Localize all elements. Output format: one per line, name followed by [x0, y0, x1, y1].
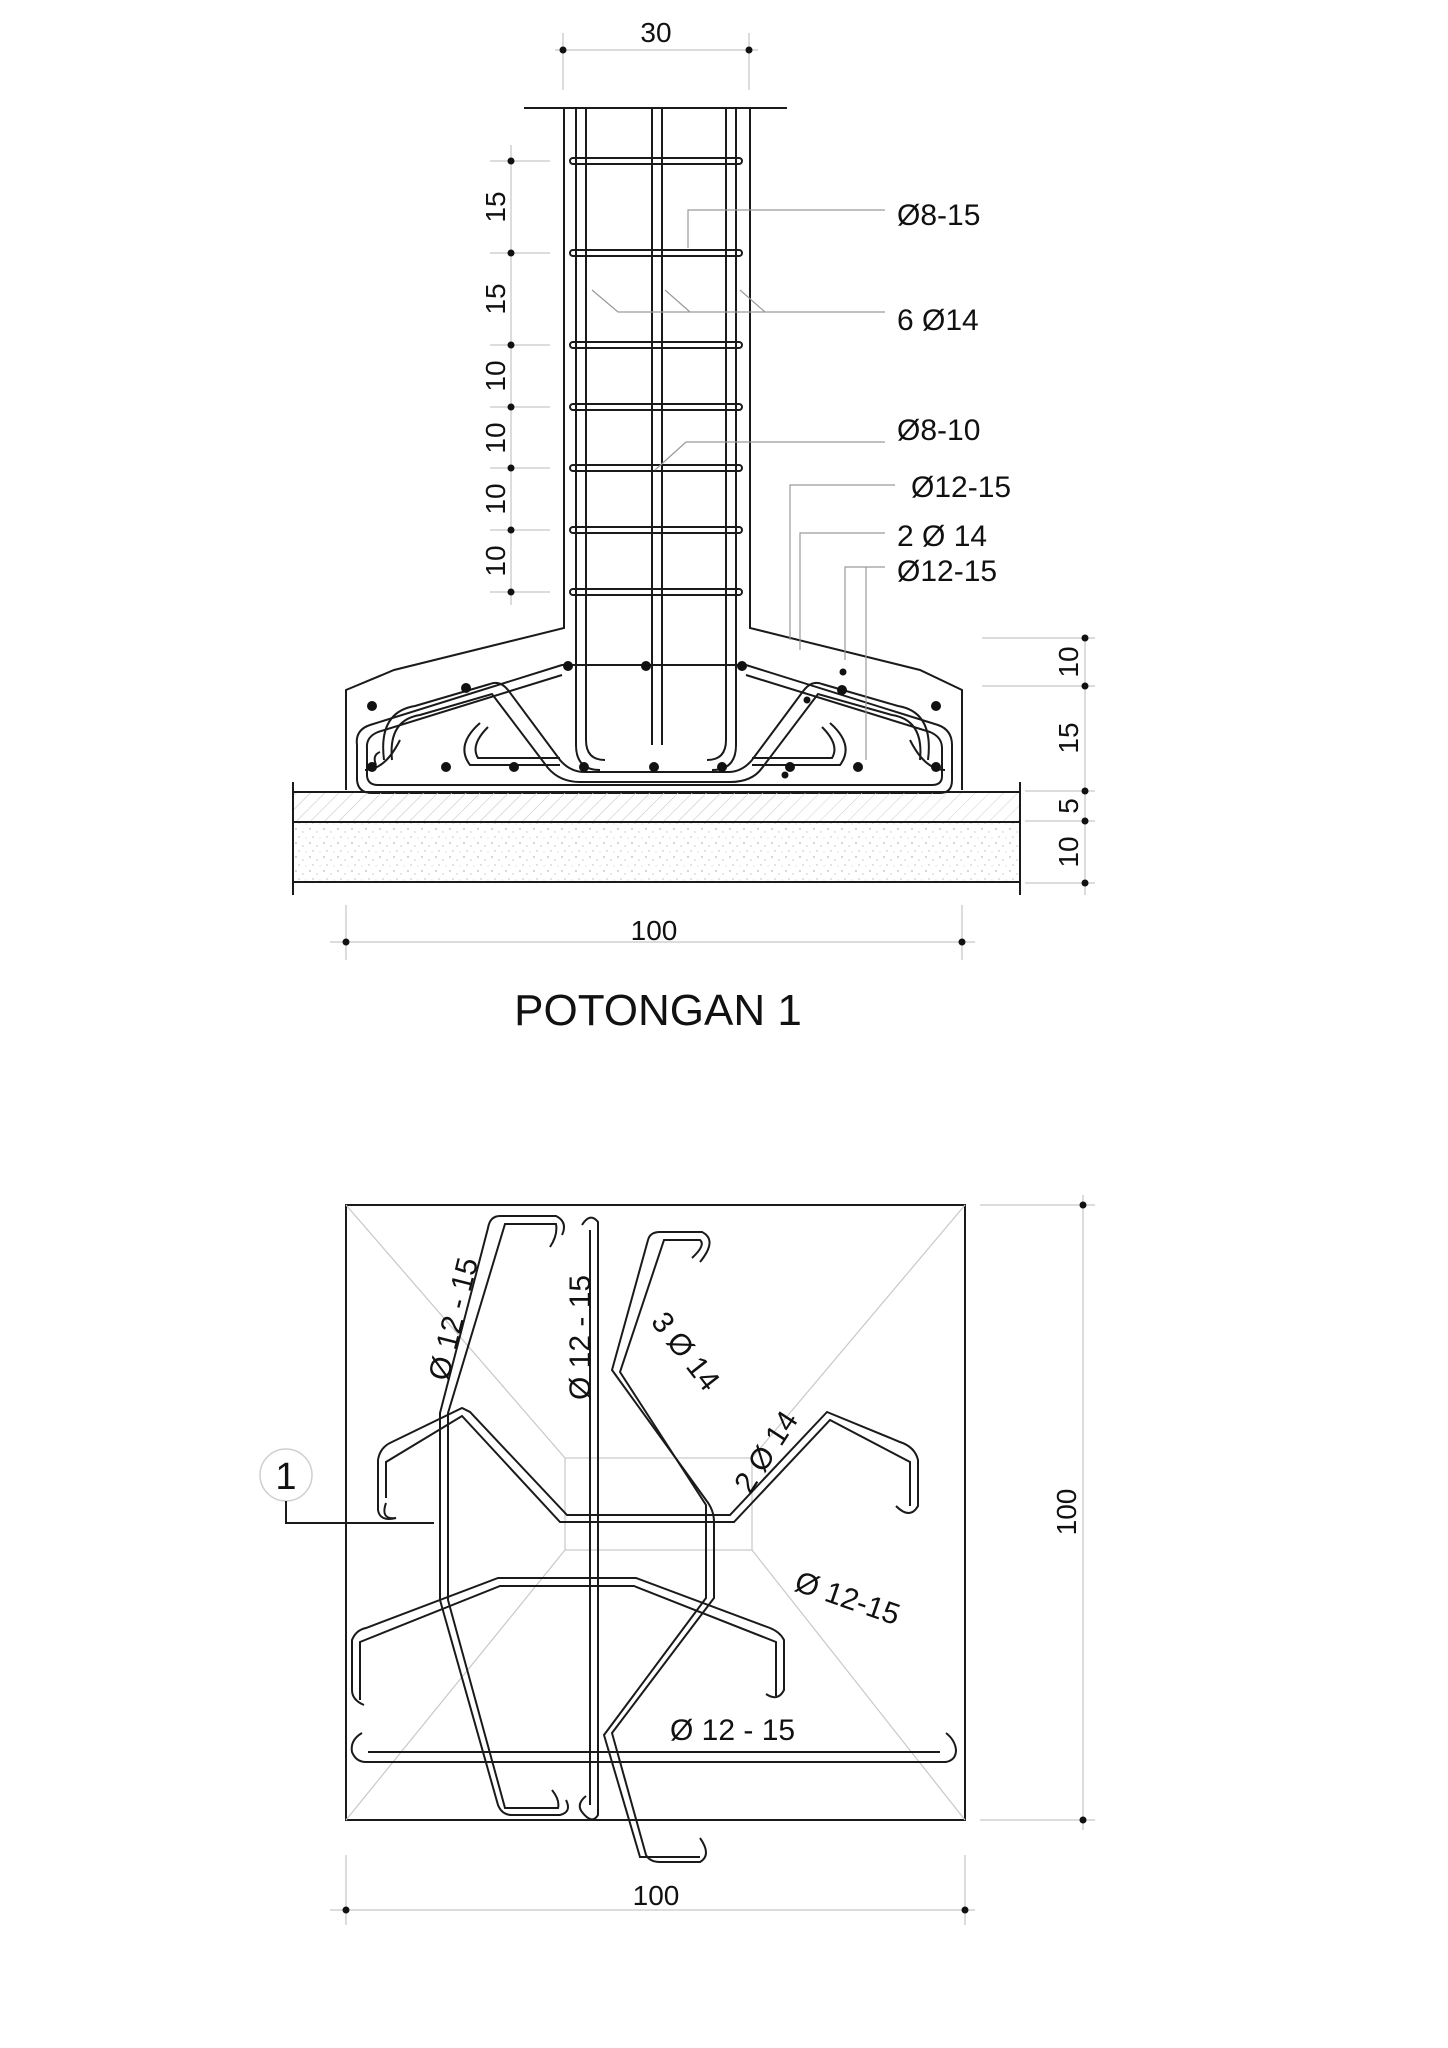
section-leaders [591, 209, 895, 760]
plan-dim-100-h: 100 [633, 1880, 680, 1911]
label-3-d14: 3 Ø 14 [644, 1306, 725, 1397]
dim-text: 10 [480, 360, 511, 391]
dim-text: 10 [480, 422, 511, 453]
height-dimensions: 10 15 5 10 [982, 634, 1095, 895]
dim-text: 10 [480, 483, 511, 514]
dim-text: 15 [480, 191, 511, 222]
dim-text: 15 [480, 283, 511, 314]
section-view: 30 [292, 17, 1095, 1035]
plan-labels: Ø 12 - 15 Ø 12 - 15 3 Ø 14 2 Ø 14 Ø 12-1… [423, 1254, 904, 1747]
plan-bars [350, 1215, 958, 1863]
label-12-15-top: Ø12-15 [911, 471, 1011, 504]
label-12-15-bottom-bar: Ø 12 - 15 [670, 1714, 795, 1747]
plan-view: 1 Ø 12 - 15 Ø 12 - 15 3 Ø 14 2 Ø 14 Ø 12… [259, 1195, 1095, 1925]
dim-text: 5 [1053, 798, 1084, 814]
base-layers [292, 782, 1021, 895]
plan-width-dimension: 100 [330, 1855, 975, 1925]
label-12-15-bottom: Ø12-15 [897, 555, 997, 588]
column-width-dimension: 30 [555, 17, 758, 90]
label-2-d14-plan: 2 Ø 14 [728, 1405, 805, 1499]
column-stirrups [569, 157, 743, 596]
dim-text: 10 [480, 545, 511, 576]
plan-diagonals [345, 1204, 966, 1821]
dim-text: 10 [1053, 646, 1084, 677]
label-straight-bar: Ø 12 - 15 [564, 1275, 597, 1400]
column-longitudinal-bars [575, 108, 737, 728]
dim-text: 15 [1053, 722, 1084, 753]
plan-dim-100-v: 100 [1051, 1489, 1082, 1536]
plan-height-dimension: 100 [980, 1195, 1095, 1830]
section-title: POTONGAN 1 [514, 986, 802, 1035]
footing-width-dimension: 100 [330, 905, 975, 960]
label-12-15-diag: Ø 12-15 [791, 1565, 904, 1631]
footing-reinforcement [355, 661, 953, 794]
dim-100-text: 100 [631, 915, 678, 946]
section-marker-text: 1 [275, 1456, 296, 1498]
section-marker-1: 1 [259, 1448, 434, 1524]
label-6-d14: 6 Ø14 [897, 304, 979, 337]
dim-30-text: 30 [640, 17, 671, 48]
dim-text: 10 [1053, 836, 1084, 867]
section-labels: Ø8-15 6 Ø14 Ø8-10 Ø12-15 2 Ø 14 Ø12-15 [897, 199, 1011, 588]
label-2-d14: 2 Ø 14 [897, 520, 987, 553]
stirrup-spacing-dimensions: 15 15 10 10 10 10 [480, 145, 550, 605]
label-stirrup-8-10: Ø8-10 [897, 414, 980, 447]
footing-outline [345, 108, 963, 790]
label-stirrup-8-15: Ø8-15 [897, 199, 980, 232]
